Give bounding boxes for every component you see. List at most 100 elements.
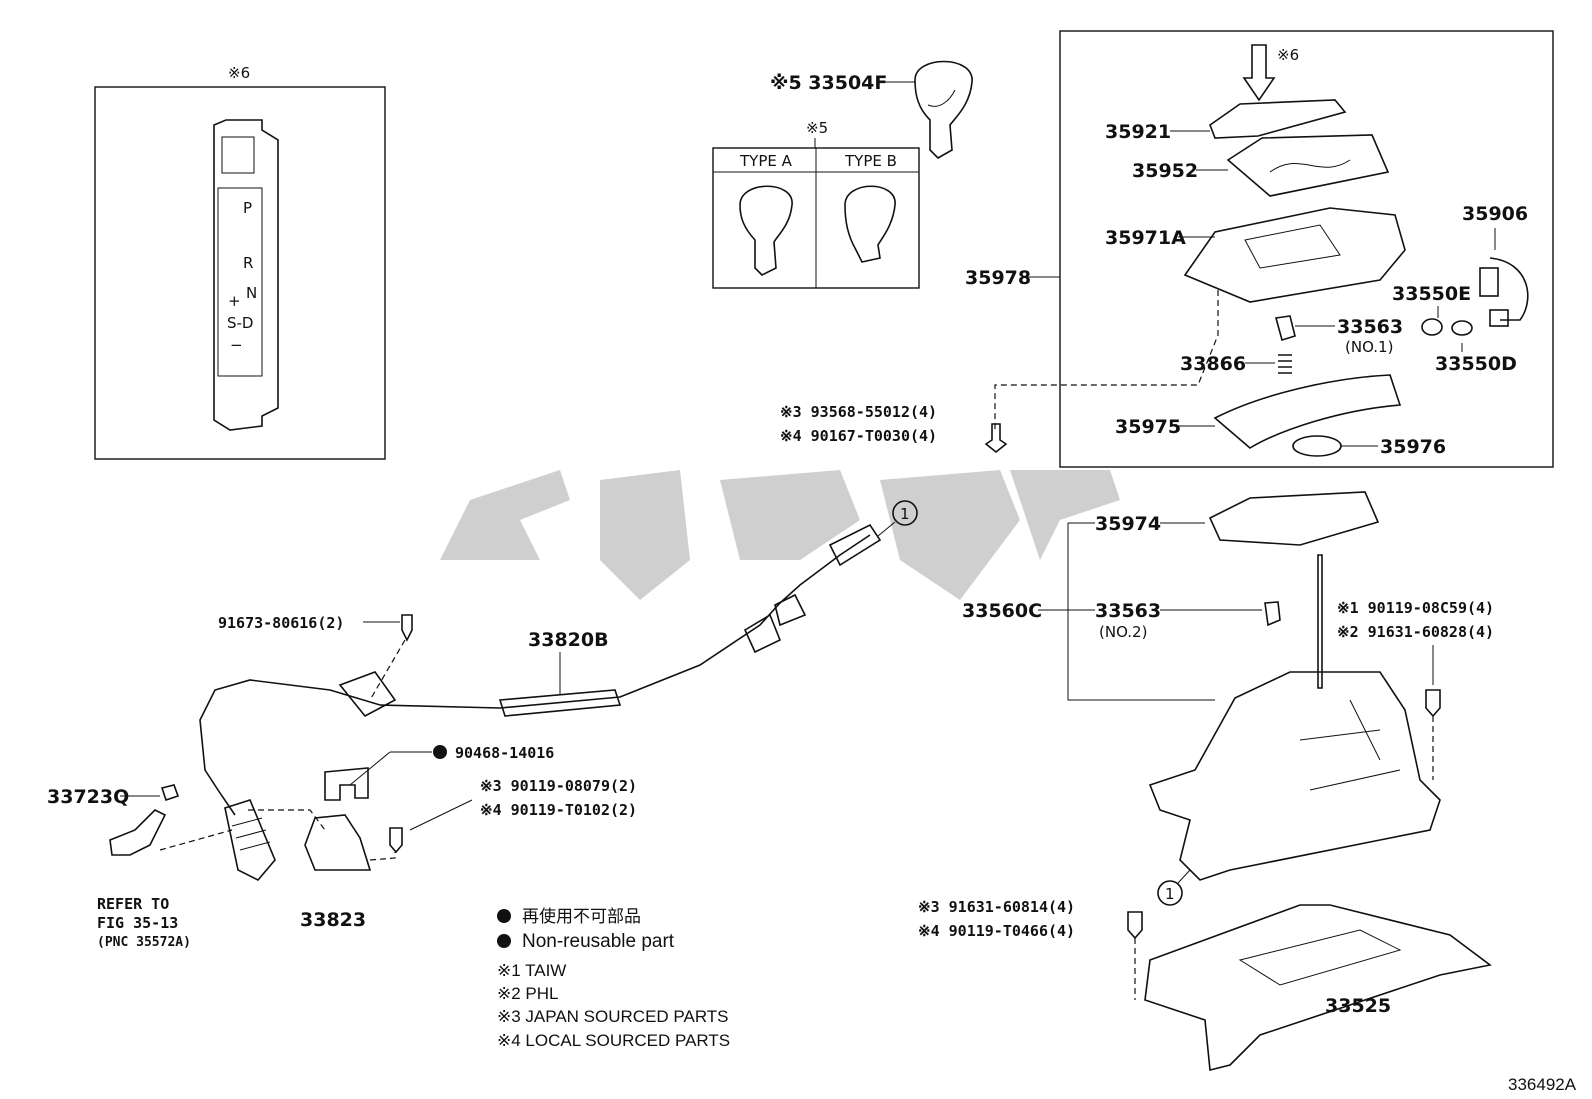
part-33525 [1144,904,1492,1072]
retainer-33823 [304,814,372,871]
watermark-logo [440,470,1120,600]
bolt-91673-label: 91673-80616(2) [218,614,344,632]
bracket-label: 33723Q [47,786,129,808]
part-35906-wire [1489,257,1529,321]
cable-fitting-2 [743,613,782,654]
cable-bracket [338,671,397,718]
part-35921 [1209,99,1347,139]
legend-en: Non-reusable part [522,931,675,952]
bolt-91673-icon [401,614,413,642]
label-35952: 35952 [1132,160,1198,182]
lever-bolt-icon [1425,689,1441,718]
legend-dot-jp [497,909,511,923]
label-35974: 35974 [1095,513,1161,535]
type-b-label: TYPE B [844,152,897,170]
bolt2-line2: ※4 90119-T0102(2) [480,801,637,819]
lever-bolt-line1: ※1 90119-08C59(4) [1337,599,1494,617]
knob-type-a [739,185,793,276]
leader-dashed [994,290,1219,430]
center-screws: ※3 93568-55012(4) ※4 90167-T0030(4) [780,403,1008,454]
label-33563-no2: 33563 [1095,600,1161,622]
marker-1-upper [892,500,918,526]
refer-line3: (PNC 35572A) [97,935,191,950]
bracket-33723q [109,809,167,856]
legend-n4: ※4 LOCAL SOURCED PARTS [497,1031,730,1050]
legend-n3: ※3 JAPAN SOURCED PARTS [497,1007,729,1026]
pos-r: R [243,254,253,272]
label-33866: 33866 [1180,353,1246,375]
marker-1-upper-text: 1 [900,505,910,523]
cable-label: 33820B [528,629,609,651]
knob-drawing [914,60,973,159]
label-35975: 35975 [1115,416,1181,438]
label-33525: 33525 [1325,995,1391,1017]
clip-label: 90468-14016 [455,744,554,762]
pos-minus: − [230,336,243,354]
lever-rod [1317,554,1323,689]
part-35952 [1226,134,1390,197]
marker-1-lower [1157,880,1183,906]
label-33550e: 33550E [1392,283,1471,305]
screw-line2: ※4 90167-T0030(4) [780,427,937,445]
cable-end-upper [828,523,882,567]
base-bolt-icon [1127,911,1143,940]
clip-90468 [324,767,369,801]
label-33563-no2-sub: (NO.2) [1099,623,1147,641]
part-33550d [1451,320,1473,336]
lever-bolt-line2: ※2 91631-60828(4) [1337,623,1494,641]
label-33563-no1-sub: (NO.1) [1345,338,1393,356]
part-35971a [1183,207,1406,303]
part-33563-no1 [1274,315,1296,342]
indicator-scale [217,187,263,377]
indicator-frame [94,86,386,460]
bolt2-line1: ※3 90119-08079(2) [480,777,637,795]
shift-lever-assembly: 35974 33560C 33563 (NO.2) 1 ※1 90119-08C… [962,491,1494,906]
screw-icon [984,423,1008,454]
non-reusable-dot-icon [433,745,447,759]
cable-sleeve [498,689,622,717]
pos-p: P [243,199,252,217]
label-35976: 35976 [1380,436,1446,458]
label-33563-no1: 33563 [1337,316,1403,338]
part-33560c-body [1148,671,1441,881]
legend-n1: ※1 TAIW [497,961,566,980]
knob-label: ※5 33504F [770,72,887,94]
pos-sd: S-D [227,314,253,332]
part-35976 [1292,435,1342,457]
assembly-frame [1059,30,1554,468]
base-bolt-line1: ※3 91631-60814(4) [918,898,1075,916]
retainer-label: 33823 [300,909,366,931]
refer-line1: REFER TO [97,895,169,913]
shift-cable-group: 1 91673-80616(2) 33820B 90468-14016 3372… [47,500,918,950]
label-33560c: 33560C [962,600,1042,622]
cable-end-lower [224,799,276,881]
part-35975 [1213,374,1402,449]
label-35978: 35978 [965,267,1031,289]
figure-id: 336492A [1508,1075,1577,1094]
part-35974 [1208,491,1380,546]
pos-plus: + [228,292,241,310]
label-35971a: 35971A [1105,227,1186,249]
pos-n: N [246,284,257,302]
label-35921: 35921 [1105,121,1171,143]
legend-n2: ※2 PHL [497,984,559,1003]
knob-table-note: ※5 [806,119,828,137]
type-a-label: TYPE A [739,152,793,170]
base-bracket: ※3 91631-60814(4) ※4 90119-T0466(4) 3352… [918,898,1492,1072]
indicator-window [221,136,255,174]
part-33866-spring [1278,354,1292,374]
legend-dot-en [497,934,511,948]
bracket-nut [160,784,180,802]
down-arrow-icon [1242,44,1276,102]
bolt2-icon [389,827,403,854]
legend-jp: 再使用不可部品 [522,906,641,926]
shift-knob-group: ※5 33504F ※5 TYPE A TYPE B [712,60,973,289]
indicator-note: ※6 [228,64,250,82]
part-33550e [1421,318,1443,336]
label-35906: 35906 [1462,203,1528,225]
part-33563-no2 [1264,601,1281,627]
knob-type-b [844,185,896,263]
legend: 再使用不可部品 Non-reusable part ※1 TAIW ※2 PHL… [497,906,730,1050]
